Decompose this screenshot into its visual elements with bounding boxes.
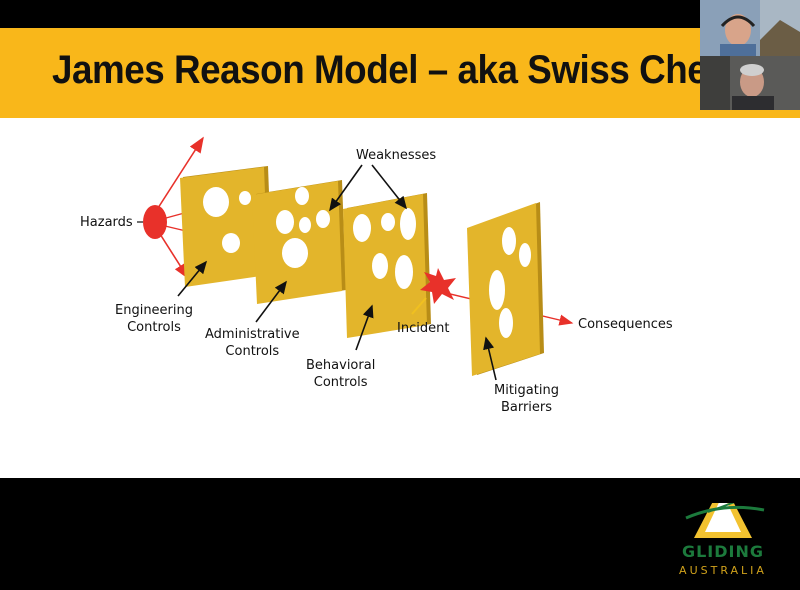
label-engineering-line1: Engineering [115,303,193,318]
label-administrative-line2: Controls [225,344,280,359]
hazard-source-icon [143,205,167,239]
label-administrative-line1: Administrative [205,327,300,342]
label-incident: Incident [397,321,450,336]
label-behavioral-line1: Behavioral [306,358,376,373]
participant-1-image [700,0,800,56]
participant-video-2[interactable] [700,56,800,110]
incident-burst-icon [420,268,456,304]
top-letterbox [0,0,800,28]
label-mitigating-barriers: Mitigating Barriers [494,382,559,416]
pointer-engineering [177,260,208,297]
pointer-weakness-left [329,164,363,212]
label-behavioral-controls: Behavioral Controls [306,357,375,391]
slide-title: James Reason Model – aka Swiss Chees [52,48,748,92]
pointer-weakness-right [371,164,407,210]
label-engineering-controls: Engineering Controls [115,302,193,336]
slide-content: Weaknesses Hazards Engineering Controls … [0,118,800,577]
bottom-letterbox [0,478,800,503]
pointer-administrative [255,280,287,323]
label-mitigating-line1: Mitigating [494,383,559,398]
participant-video-1[interactable] [700,0,800,56]
cheese-slice-behavioral [343,193,431,338]
cheese-slice-administrative [252,180,346,304]
logo-text-australia: AUSTRALIA [679,564,767,577]
hazard-ray-up [157,136,204,209]
participant-2-image [700,56,800,110]
cheese-slice-engineering [180,166,272,287]
swiss-cheese-diagram [137,136,574,381]
title-band: James Reason Model – aka Swiss Chees [0,28,800,118]
label-hazards: Hazards [80,215,133,230]
label-weaknesses: Weaknesses [356,148,437,163]
pointer-behavioral [355,304,374,351]
pointer-mitigating [483,336,497,381]
label-engineering-line2: Controls [127,320,181,335]
logo-text-gliding: GLIDING [681,542,765,561]
label-mitigating-line2: Barriers [500,400,553,415]
label-behavioral-line2: Controls [313,375,368,390]
hazard-ray-down [159,233,189,280]
cheese-slice-mitigating [467,202,544,376]
label-administrative-controls: Administrative Controls [205,326,300,360]
incident-spark [411,297,427,315]
presentation-slide: James Reason Model – aka Swiss Chees [0,0,800,577]
label-consequences: Consequences [578,317,673,332]
